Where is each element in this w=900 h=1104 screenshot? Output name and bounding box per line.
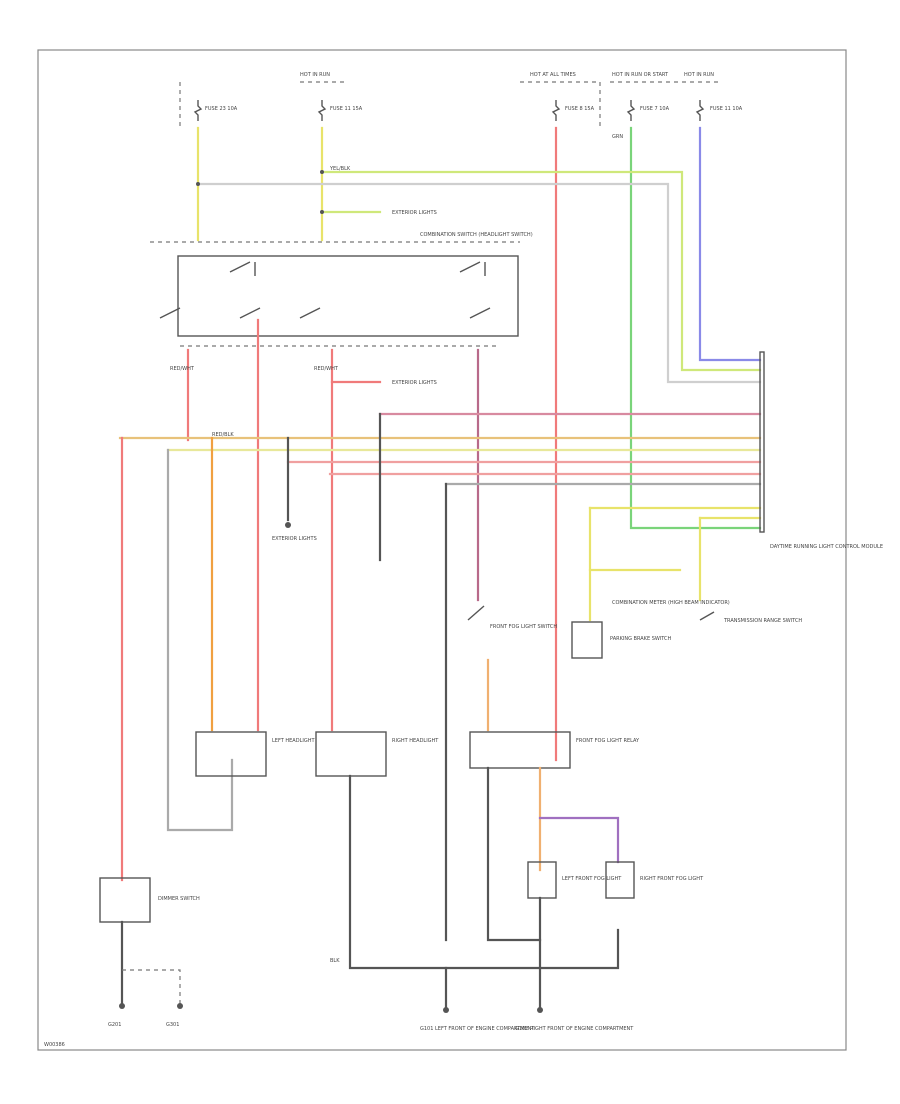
label-yel-blk: YEL/BLK <box>329 166 351 172</box>
label-g-bottom-left: G201 <box>108 1022 121 1028</box>
label-exterior-lights-c: EXTERIOR LIGHTS <box>272 536 317 542</box>
label-exterior-lights-a: EXTERIOR LIGHTS <box>392 210 437 216</box>
label-g-left: G101 LEFT FRONT OF ENGINE COMPARTMENT <box>420 1026 535 1032</box>
label-grn: GRN <box>612 134 623 140</box>
diagram-id-label: W00386 <box>44 1042 65 1048</box>
label-fuse-c: FUSE 8 15A <box>565 106 595 112</box>
label-red-wht-b: RED/WHT <box>314 366 339 372</box>
label-hot-in-run-start: HOT IN RUN OR START <box>612 72 669 78</box>
label-fog-switch: FRONT FOG LIGHT SWITCH <box>490 624 557 630</box>
label-right-headlight: RIGHT HEADLIGHT <box>392 738 439 744</box>
label-transmission-range: TRANSMISSION RANGE SWITCH <box>723 618 802 624</box>
label-fuse-d: FUSE 7 10A <box>640 106 670 112</box>
label-exterior-lights-b: EXTERIOR LIGHTS <box>392 380 437 386</box>
label-red-blk-a: RED/BLK <box>212 432 234 438</box>
label-red-wht-a: RED/WHT <box>170 366 195 372</box>
label-combination-meter: COMBINATION METER (HIGH BEAM INDICATOR) <box>612 600 730 606</box>
label-hot-at-all-times: HOT AT ALL TIMES <box>530 72 576 78</box>
label-fog-relay: FRONT FOG LIGHT RELAY <box>576 738 640 744</box>
label-blk-a: BLK <box>330 958 340 964</box>
label-left-headlight: LEFT HEADLIGHT <box>272 738 315 744</box>
label-hot-in-run-b: HOT IN RUN <box>684 72 714 78</box>
label-fuse-a: FUSE 23 10A <box>205 106 238 112</box>
label-right-fog: RIGHT FRONT FOG LIGHT <box>640 876 704 882</box>
label-multi-function-switch: COMBINATION SWITCH (HEADLIGHT SWITCH) <box>420 232 533 238</box>
label-left-fog: LEFT FRONT FOG LIGHT <box>562 876 622 882</box>
label-fuse-b: FUSE 11 15A <box>330 106 363 112</box>
label-g-right: G102 RIGHT FRONT OF ENGINE COMPARTMENT <box>515 1026 634 1032</box>
label-hot-in-run-a: HOT IN RUN <box>300 72 330 78</box>
label-parking-brake: PARKING BRAKE SWITCH <box>610 636 672 642</box>
label-dimmer-switch: DIMMER SWITCH <box>158 896 200 902</box>
label-fuse-e: FUSE 11 10A <box>710 106 743 112</box>
label-g-bottom-left2: G301 <box>166 1022 179 1028</box>
diagram-border <box>37 49 847 1051</box>
label-ctl-module: DAYTIME RUNNING LIGHT CONTROL MODULE <box>770 544 883 550</box>
